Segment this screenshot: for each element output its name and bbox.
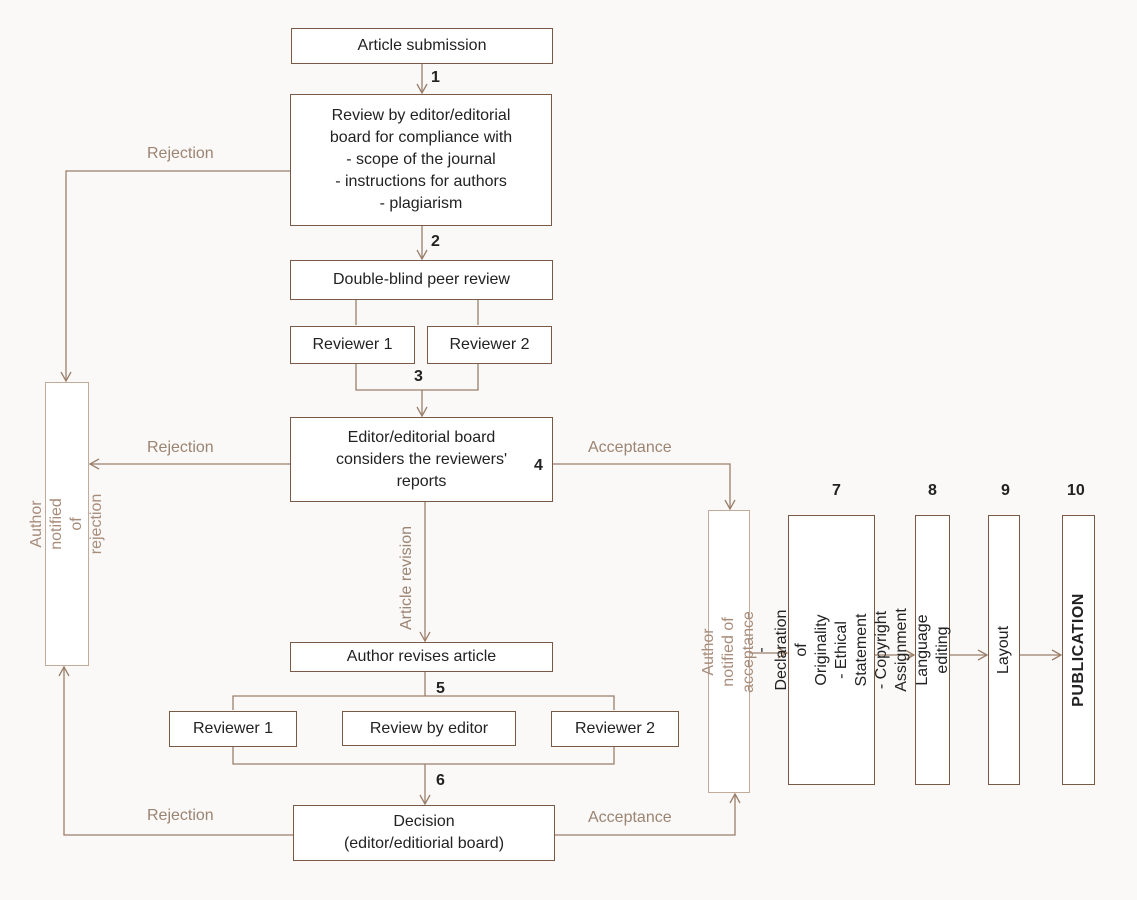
language-editing-text: Language editing: [913, 614, 951, 686]
reviewer-2-box: Reviewer 2: [427, 326, 552, 364]
author-notified-acceptance-text: Author notified of acceptance: [700, 610, 757, 693]
rejection-label-3: Rejection: [147, 807, 214, 824]
publication-box: PUBLICATION: [1062, 515, 1095, 785]
rejection-label-1: Rejection: [147, 145, 214, 162]
acceptance-label-2: Acceptance: [588, 809, 672, 826]
declaration-box: - Declaration of Originality - Ethical S…: [753, 515, 910, 785]
layout-text: Layout: [995, 625, 1012, 675]
publication-text: PUBLICATION: [1069, 593, 1087, 707]
article-submission-box: Article submission: [291, 28, 553, 64]
merge-line: [355, 364, 479, 391]
language-editing-box: Language editing: [913, 515, 951, 785]
editor-considers-box: Editor/editorial board considers the rev…: [290, 417, 553, 502]
step-number-1: 1: [431, 69, 440, 86]
rejection-label-2: Rejection: [147, 439, 214, 456]
double-blind-review-box: Double-blind peer review: [290, 260, 553, 300]
acceptance-arrow-2: [555, 792, 741, 836]
layout-box: Layout: [988, 515, 1020, 785]
step-number-7: 7: [832, 482, 841, 499]
article-revision-label: Article revision: [398, 525, 415, 630]
author-revises-box: Author revises article: [290, 642, 553, 672]
rejection-arrow-3: [58, 665, 293, 836]
author-notified-rejection-text: Author notified of rejection: [28, 493, 105, 555]
split-line-5: [232, 695, 615, 710]
merge-line-6: [232, 747, 615, 765]
reviewer-2-second-box: Reviewer 2: [551, 711, 679, 747]
author-notified-rejection-box: Author notified of rejection: [28, 382, 105, 666]
rejection-arrow-1: [60, 170, 290, 383]
decision-box: Decision (editor/editiorial board): [293, 805, 555, 861]
editor-review-box: Review by editor/editorial board for com…: [290, 94, 552, 226]
acceptance-arrow-1: [553, 463, 736, 511]
step-number-3: 3: [414, 368, 423, 385]
step-number-9: 9: [1001, 482, 1010, 499]
step-number-4: 4: [534, 457, 543, 474]
step-number-2: 2: [431, 233, 440, 250]
reviewer-1-second-box: Reviewer 1: [169, 711, 297, 747]
acceptance-label-1: Acceptance: [588, 439, 672, 456]
author-notified-acceptance-box: Author notified of acceptance: [700, 510, 757, 793]
reviewer-1-box: Reviewer 1: [290, 326, 415, 364]
step-number-10: 10: [1067, 482, 1085, 499]
step-number-6: 6: [436, 772, 445, 789]
review-by-editor-box: Review by editor: [342, 711, 516, 746]
declaration-text: - Declaration of Originality - Ethical S…: [752, 608, 910, 692]
step-number-8: 8: [928, 482, 937, 499]
step-number-5: 5: [436, 680, 445, 697]
